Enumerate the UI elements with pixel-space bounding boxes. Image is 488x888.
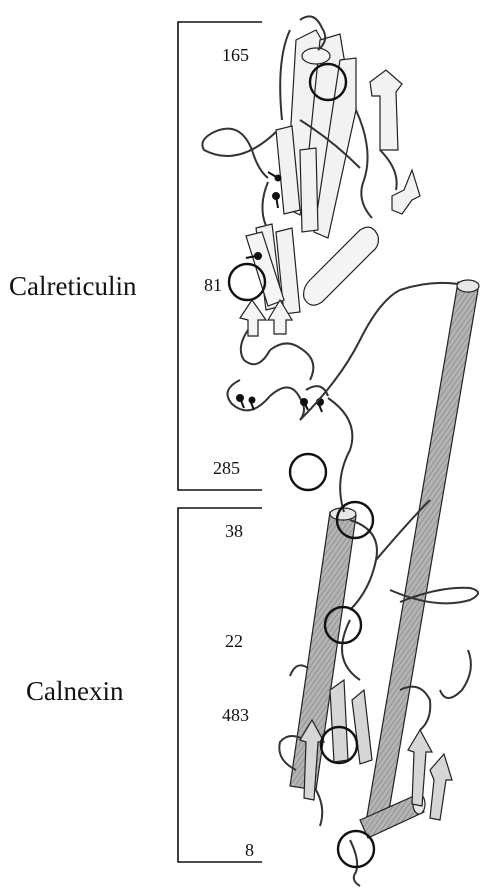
calnexin-residue-22: 22 <box>225 632 243 650</box>
p-domain-arm <box>290 280 479 838</box>
calreticulin-residue-285: 285 <box>213 459 240 477</box>
circle-8 <box>338 831 374 867</box>
calnexin-bracket <box>178 508 262 862</box>
calreticulin-residue-81: 81 <box>204 276 222 294</box>
calreticulin-label: Calreticulin <box>9 273 136 300</box>
calnexin-residue-483: 483 <box>222 706 249 724</box>
calnexin-residue-38: 38 <box>225 522 243 540</box>
calnexin-label: Calnexin <box>26 678 123 705</box>
calreticulin-bracket <box>178 22 262 490</box>
calnexin-residue-8: 8 <box>245 841 254 859</box>
calreticulin-residue-165: 165 <box>222 46 249 64</box>
circle-285 <box>290 454 326 490</box>
circle-81 <box>229 264 265 300</box>
